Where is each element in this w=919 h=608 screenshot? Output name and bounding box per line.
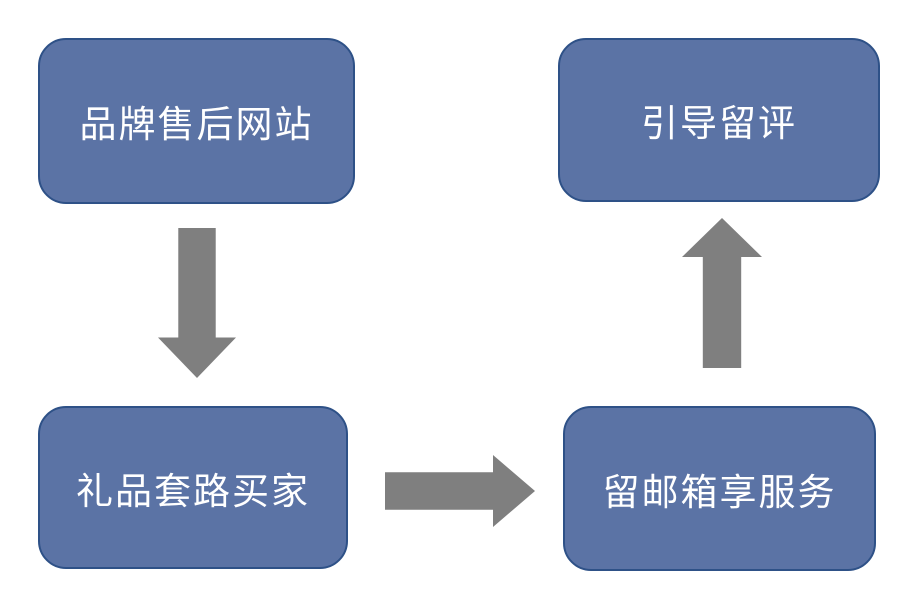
node-label: 引导留评 [641, 104, 797, 145]
node-brand-aftersale-site: 品牌售后网站 [38, 38, 355, 204]
node-guide-review: 引导留评 [558, 38, 880, 202]
arrow-down-icon [158, 228, 236, 378]
node-label: 留邮箱享服务 [602, 472, 837, 514]
node-label: 品牌售后网站 [79, 105, 314, 146]
node-label: 礼品套路买家 [76, 471, 310, 513]
node-gift-hook-buyer: 礼品套路买家 [38, 406, 348, 569]
arrow-up-icon [682, 218, 762, 368]
node-email-for-service: 留邮箱享服务 [563, 406, 876, 571]
arrow-right-icon [385, 455, 535, 527]
